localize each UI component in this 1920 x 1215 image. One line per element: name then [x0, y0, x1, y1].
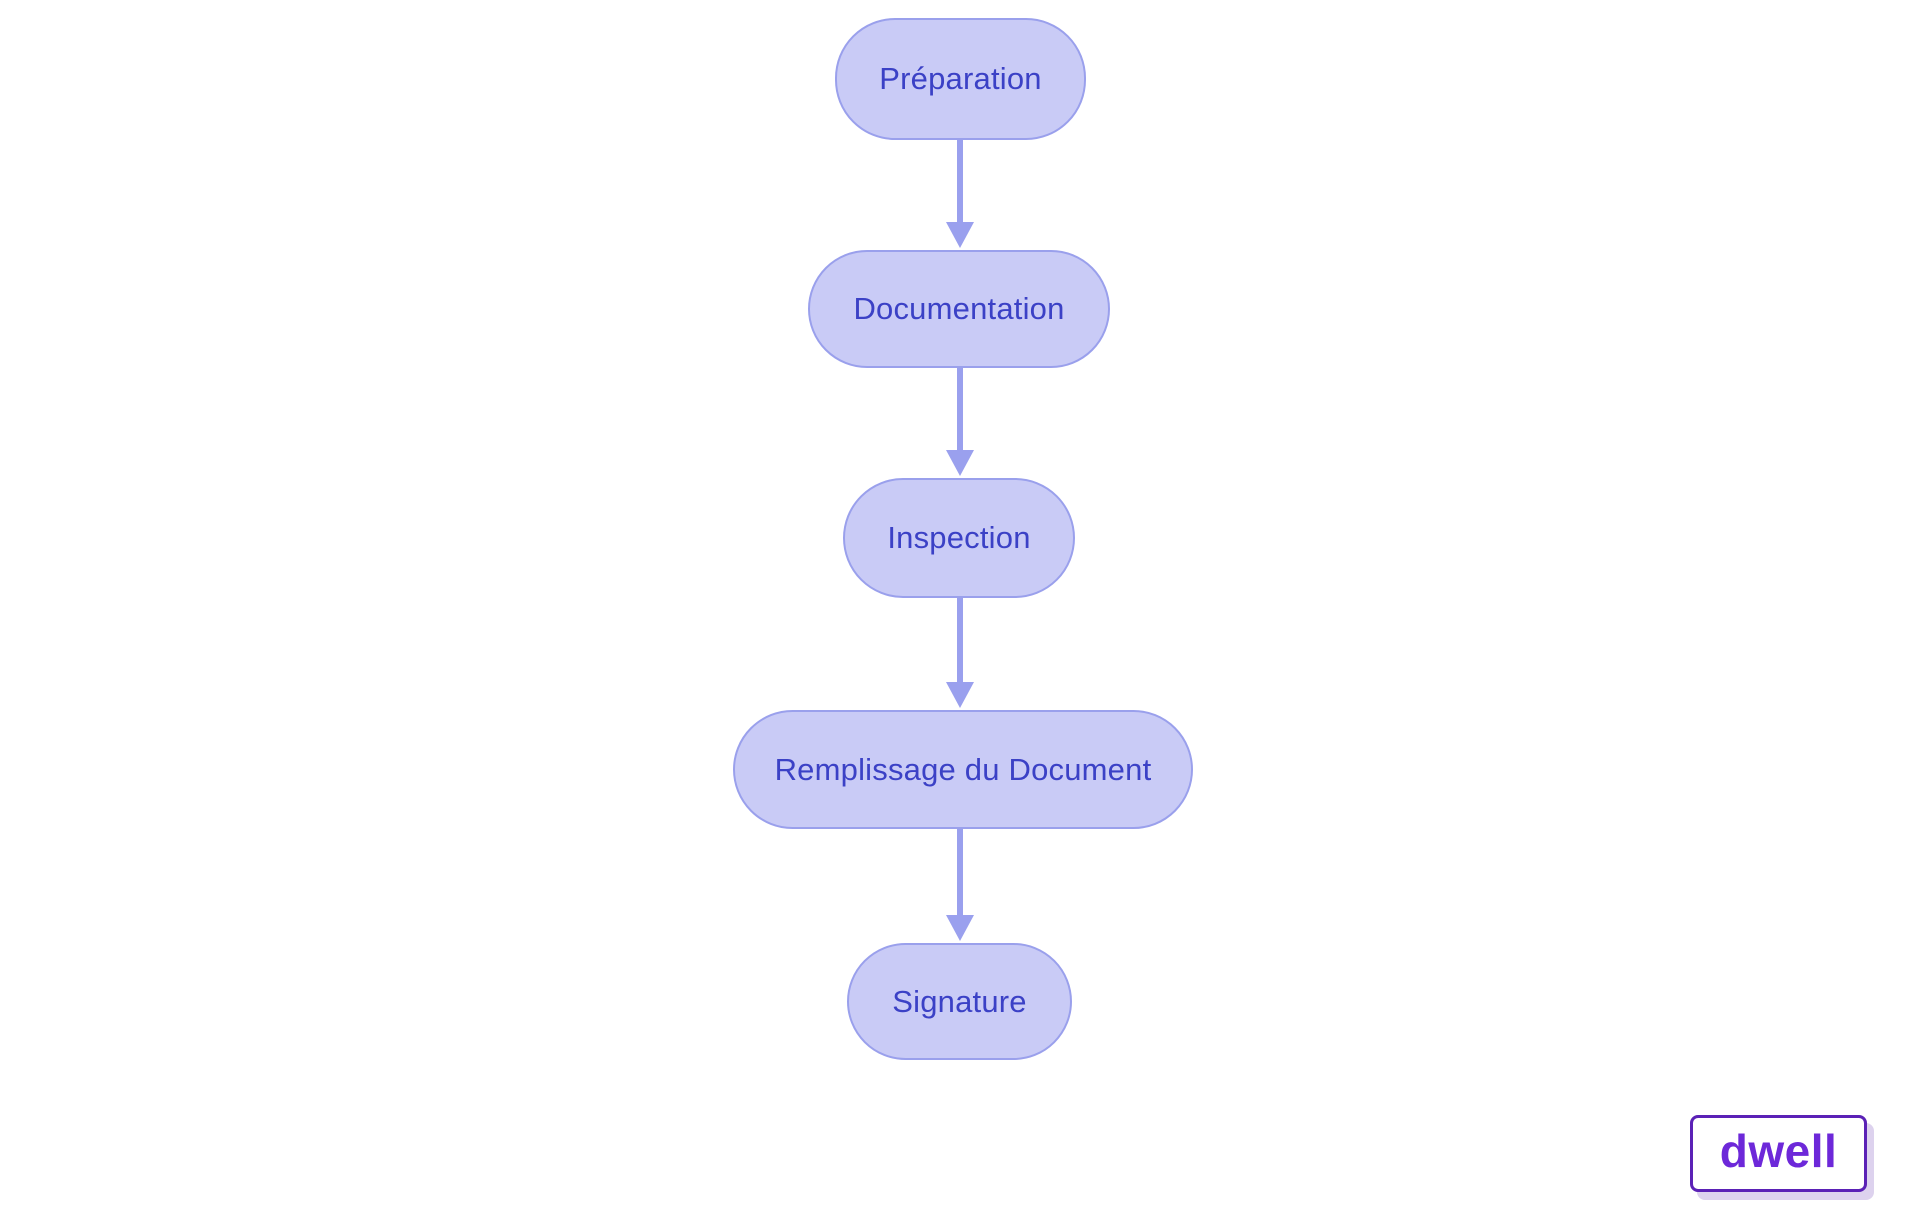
node-label-documentation: Documentation	[853, 291, 1065, 326]
arrowhead-down-icon	[946, 450, 974, 476]
flowchart-node-documentation: Documentation	[808, 250, 1110, 368]
flowchart-node-remplissage-du-document: Remplissage du Document	[733, 710, 1193, 829]
arrowhead-down-icon	[946, 682, 974, 708]
node-label-remplissage-du-document: Remplissage du Document	[774, 751, 1152, 787]
arrow-shaft	[957, 140, 963, 223]
node-label-signature: Signature	[892, 983, 1027, 1019]
arrowhead-down-icon	[946, 222, 974, 248]
dwell-logo: dwell	[1690, 1115, 1867, 1192]
dwell-logo-text: dwell	[1719, 1124, 1838, 1177]
node-label-inspection: Inspection	[887, 520, 1031, 555]
flowchart-node-signature: Signature	[847, 943, 1072, 1060]
flowchart-node-preparation: Préparation	[835, 18, 1086, 140]
arrow-shaft	[957, 829, 963, 916]
arrow-shaft	[957, 598, 963, 683]
flowchart-node-inspection: Inspection	[843, 478, 1075, 598]
node-label-preparation: Préparation	[879, 61, 1042, 96]
arrowhead-down-icon	[946, 915, 974, 941]
arrow-shaft	[957, 368, 963, 451]
